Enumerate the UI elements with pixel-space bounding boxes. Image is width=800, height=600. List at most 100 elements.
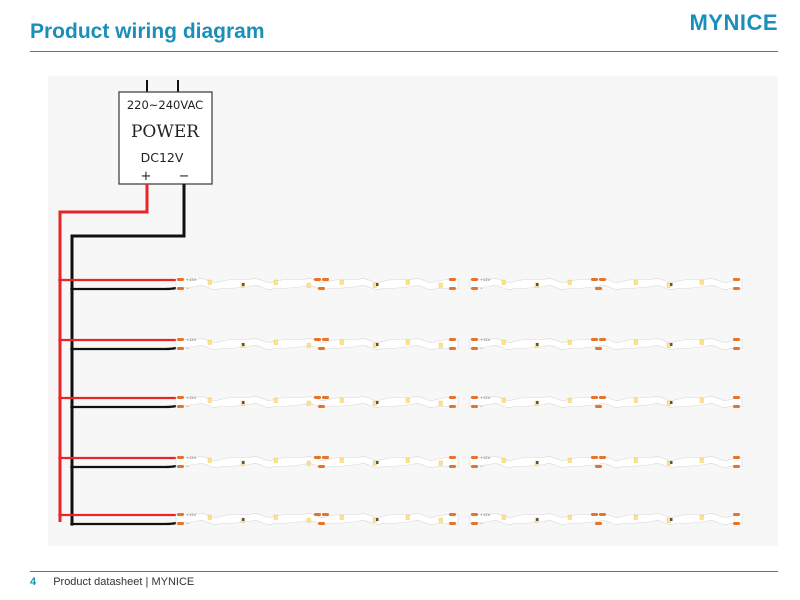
led-chip [567,279,572,285]
led-chip [567,339,572,345]
led-chip [306,342,311,348]
led-chip [273,397,278,403]
negative-junction [70,465,74,469]
led-chip [372,460,377,466]
solder-pad [591,513,598,516]
led-chip [501,514,506,520]
pad-label-negative: − [186,287,189,291]
resistor [376,518,379,521]
pad-label-positive: +12V [480,513,491,517]
led-chip [339,457,344,463]
solder-pad [733,396,740,399]
solder-pad [322,338,329,341]
footer-divider [30,571,778,572]
resistor [242,343,245,346]
power-supply: 220~240VAC POWER DC12V + − [118,80,213,185]
pad-label-negative: − [480,347,483,351]
negative-bus-wire [70,184,186,524]
psu-input-label: 220~240VAC [127,98,203,112]
negative-branch-wire [72,404,177,409]
positive-junction [58,513,62,517]
led-chip [438,517,443,523]
solder-pad [471,287,478,290]
led-chip [699,457,704,463]
solder-pad [595,405,602,408]
resistor [536,401,539,404]
led-chip [306,400,311,406]
led-chip [306,282,311,288]
solder-pad [733,278,740,281]
resistor [242,461,245,464]
led-chip [273,339,278,345]
solder-pad [314,278,321,281]
solder-pad [177,347,184,350]
pad-label-positive: +12V [186,396,197,400]
solder-pad [599,456,606,459]
solder-pad [733,522,740,525]
resistor [670,343,673,346]
solder-pad [449,456,456,459]
pad-label-negative: − [480,405,483,409]
solder-pad [471,513,478,516]
solder-pad [177,396,184,399]
resistor [670,461,673,464]
led-chip [372,400,377,406]
pad-label-negative: − [186,347,189,351]
solder-pad [449,287,456,290]
solder-pad [449,338,456,341]
positive-junction [58,396,62,400]
solder-pad [471,522,478,525]
solder-pad [322,513,329,516]
led-chip [666,282,671,288]
pad-label-positive: +12V [480,278,491,282]
solder-pad [177,278,184,281]
led-chip [438,282,443,288]
pad-label-negative: − [186,522,189,526]
pad-label-negative: − [480,522,483,526]
led-chip [666,400,671,406]
negative-branch-wire [72,464,177,469]
led-chip [339,397,344,403]
solder-pad [177,456,184,459]
led-chip [405,279,410,285]
led-chip [501,397,506,403]
resistor [242,283,245,286]
led-chip [438,460,443,466]
solder-pad [318,465,325,468]
led-chip [567,397,572,403]
solder-pad [591,456,598,459]
solder-pad [177,338,184,341]
negative-junction [70,347,74,351]
resistor [242,518,245,521]
led-chip [273,457,278,463]
led-chip [207,514,212,520]
led-chip [699,397,704,403]
solder-pad [318,405,325,408]
solder-pad [591,338,598,341]
led-chip [273,279,278,285]
led-chip [438,342,443,348]
negative-junction [70,522,74,526]
solder-pad [177,513,184,516]
positive-junction [58,456,62,460]
led-chip [699,279,704,285]
solder-pad [599,513,606,516]
solder-pad [595,287,602,290]
pad-label-positive: +12V [186,338,197,342]
solder-pad [599,278,606,281]
pad-label-positive: +12V [186,456,197,460]
page-title: Product wiring diagram [30,20,265,43]
solder-pad [449,347,456,350]
negative-junction [70,405,74,409]
led-chip [633,279,638,285]
led-chip [273,514,278,520]
led-chip [666,342,671,348]
led-chip [372,282,377,288]
strip-rows: +12V−+12V−+12V−+12V−+12V−+12V−+12V−+12V−… [58,278,743,526]
led-strip-segment [175,396,459,408]
led-chip [567,457,572,463]
led-chip [501,339,506,345]
solder-pad [449,465,456,468]
pad-label-positive: +12V [480,456,491,460]
